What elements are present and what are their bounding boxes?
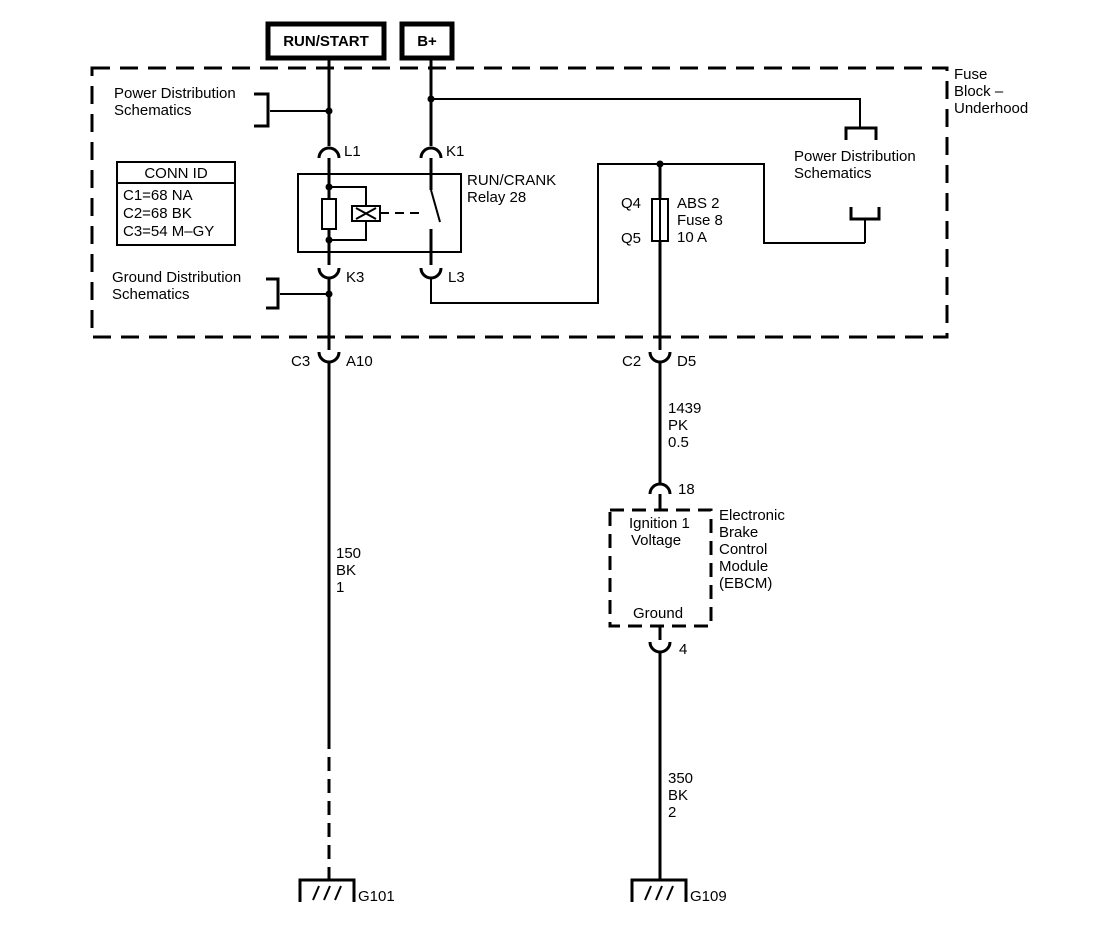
pin-18-label: 18 bbox=[678, 481, 695, 498]
terminal-l3: L3 bbox=[448, 269, 465, 286]
ground-g109-icon bbox=[630, 878, 688, 902]
relay-output-wire bbox=[430, 163, 660, 304]
connector-a10: A10 bbox=[346, 353, 373, 370]
relay-resistor bbox=[321, 198, 337, 230]
connector-c3: C3 bbox=[291, 353, 310, 370]
connector-l1 bbox=[317, 146, 341, 159]
fuse-label-1: ABS 2 bbox=[677, 195, 720, 212]
ground-dist-l1: Ground Distribution bbox=[112, 269, 241, 286]
connector-d5: D5 bbox=[677, 353, 696, 370]
b-plus-label: B+ bbox=[417, 33, 437, 50]
ebcm-name-2: Brake bbox=[719, 524, 758, 541]
ground-g101-label: G101 bbox=[358, 888, 395, 905]
conn-id-c1: C1=68 NA bbox=[123, 187, 193, 204]
ground-g109-label: G109 bbox=[690, 888, 727, 905]
conn-id-title: CONN ID bbox=[144, 165, 208, 182]
connector-c3-a10 bbox=[317, 351, 341, 364]
connector-k3 bbox=[317, 267, 341, 280]
terminal-q5: Q5 bbox=[621, 230, 641, 247]
wire-1439-circuit: 1439 bbox=[668, 400, 701, 417]
ground-dist-l2: Schematics bbox=[112, 286, 190, 303]
b-plus-bus bbox=[431, 98, 861, 128]
wire-350-color: BK bbox=[668, 787, 688, 804]
ground-g101-icon bbox=[298, 878, 356, 902]
power-dist-right-bracket-top bbox=[844, 126, 878, 140]
ground-dist-bracket bbox=[266, 277, 280, 310]
wire-150-color: BK bbox=[336, 562, 356, 579]
wire-350-circuit: 350 bbox=[668, 770, 693, 787]
ebcm-name-4: Module bbox=[719, 558, 768, 575]
power-dist-right-l1: Power Distribution bbox=[794, 148, 916, 165]
power-dist-right-bracket-bottom bbox=[849, 207, 881, 221]
connector-pin-18 bbox=[648, 482, 672, 495]
terminal-k3: K3 bbox=[346, 269, 364, 286]
conn-id-c2: C2=68 BK bbox=[123, 205, 192, 222]
fuse-block-label-1: Fuse bbox=[954, 66, 987, 83]
ebcm-pin-ign-1: Ignition 1 bbox=[629, 515, 690, 532]
ebcm-name-1: Electronic bbox=[719, 507, 785, 524]
ebcm-pin-ign-2: Voltage bbox=[631, 532, 681, 549]
ebcm-pin-ground: Ground bbox=[633, 605, 683, 622]
wire-150-circuit: 150 bbox=[336, 545, 361, 562]
power-dist-left-bracket bbox=[254, 92, 270, 128]
wire-1439-gauge: 0.5 bbox=[668, 434, 689, 451]
connector-l3 bbox=[419, 267, 443, 280]
terminal-k1: K1 bbox=[446, 143, 464, 160]
connector-c2: C2 bbox=[622, 353, 641, 370]
ebcm-name-3: Control bbox=[719, 541, 767, 558]
relay-name-2: Relay 28 bbox=[467, 189, 526, 206]
ebcm-name-5: (EBCM) bbox=[719, 575, 772, 592]
pin-4-label: 4 bbox=[679, 641, 687, 658]
fuse-block-label-3: Underhood bbox=[954, 100, 1028, 117]
wire-150-gauge: 1 bbox=[336, 579, 344, 596]
wire-1439-color: PK bbox=[668, 417, 688, 434]
relay-name-1: RUN/CRANK bbox=[467, 172, 556, 189]
run-start-source: RUN/START bbox=[265, 21, 387, 61]
power-dist-left-l1: Power Distribution bbox=[114, 85, 236, 102]
fuse-label-3: 10 A bbox=[677, 229, 707, 246]
connector-pin-4 bbox=[648, 641, 672, 654]
power-dist-left-l2: Schematics bbox=[114, 102, 192, 119]
fuse-label-2: Fuse 8 bbox=[677, 212, 723, 229]
power-dist-right-l2: Schematics bbox=[794, 165, 872, 182]
wire-350-gauge: 2 bbox=[668, 804, 676, 821]
terminal-q4: Q4 bbox=[621, 195, 641, 212]
connector-c2-d5 bbox=[648, 351, 672, 364]
fuse-block-border bbox=[90, 66, 949, 339]
conn-id-table: CONN ID C1=68 NA C2=68 BK C3=54 M–GY bbox=[116, 161, 236, 246]
b-plus-source: B+ bbox=[399, 21, 455, 61]
fuse-block-label-2: Block – bbox=[954, 83, 1004, 100]
run-start-label: RUN/START bbox=[283, 33, 369, 50]
conn-id-c3: C3=54 M–GY bbox=[123, 223, 214, 240]
relay-box bbox=[297, 173, 462, 253]
terminal-l1: L1 bbox=[344, 143, 361, 160]
fuse-feed-loop bbox=[660, 163, 865, 244]
relay-switch-blade bbox=[430, 189, 441, 223]
connector-k1 bbox=[419, 146, 443, 159]
